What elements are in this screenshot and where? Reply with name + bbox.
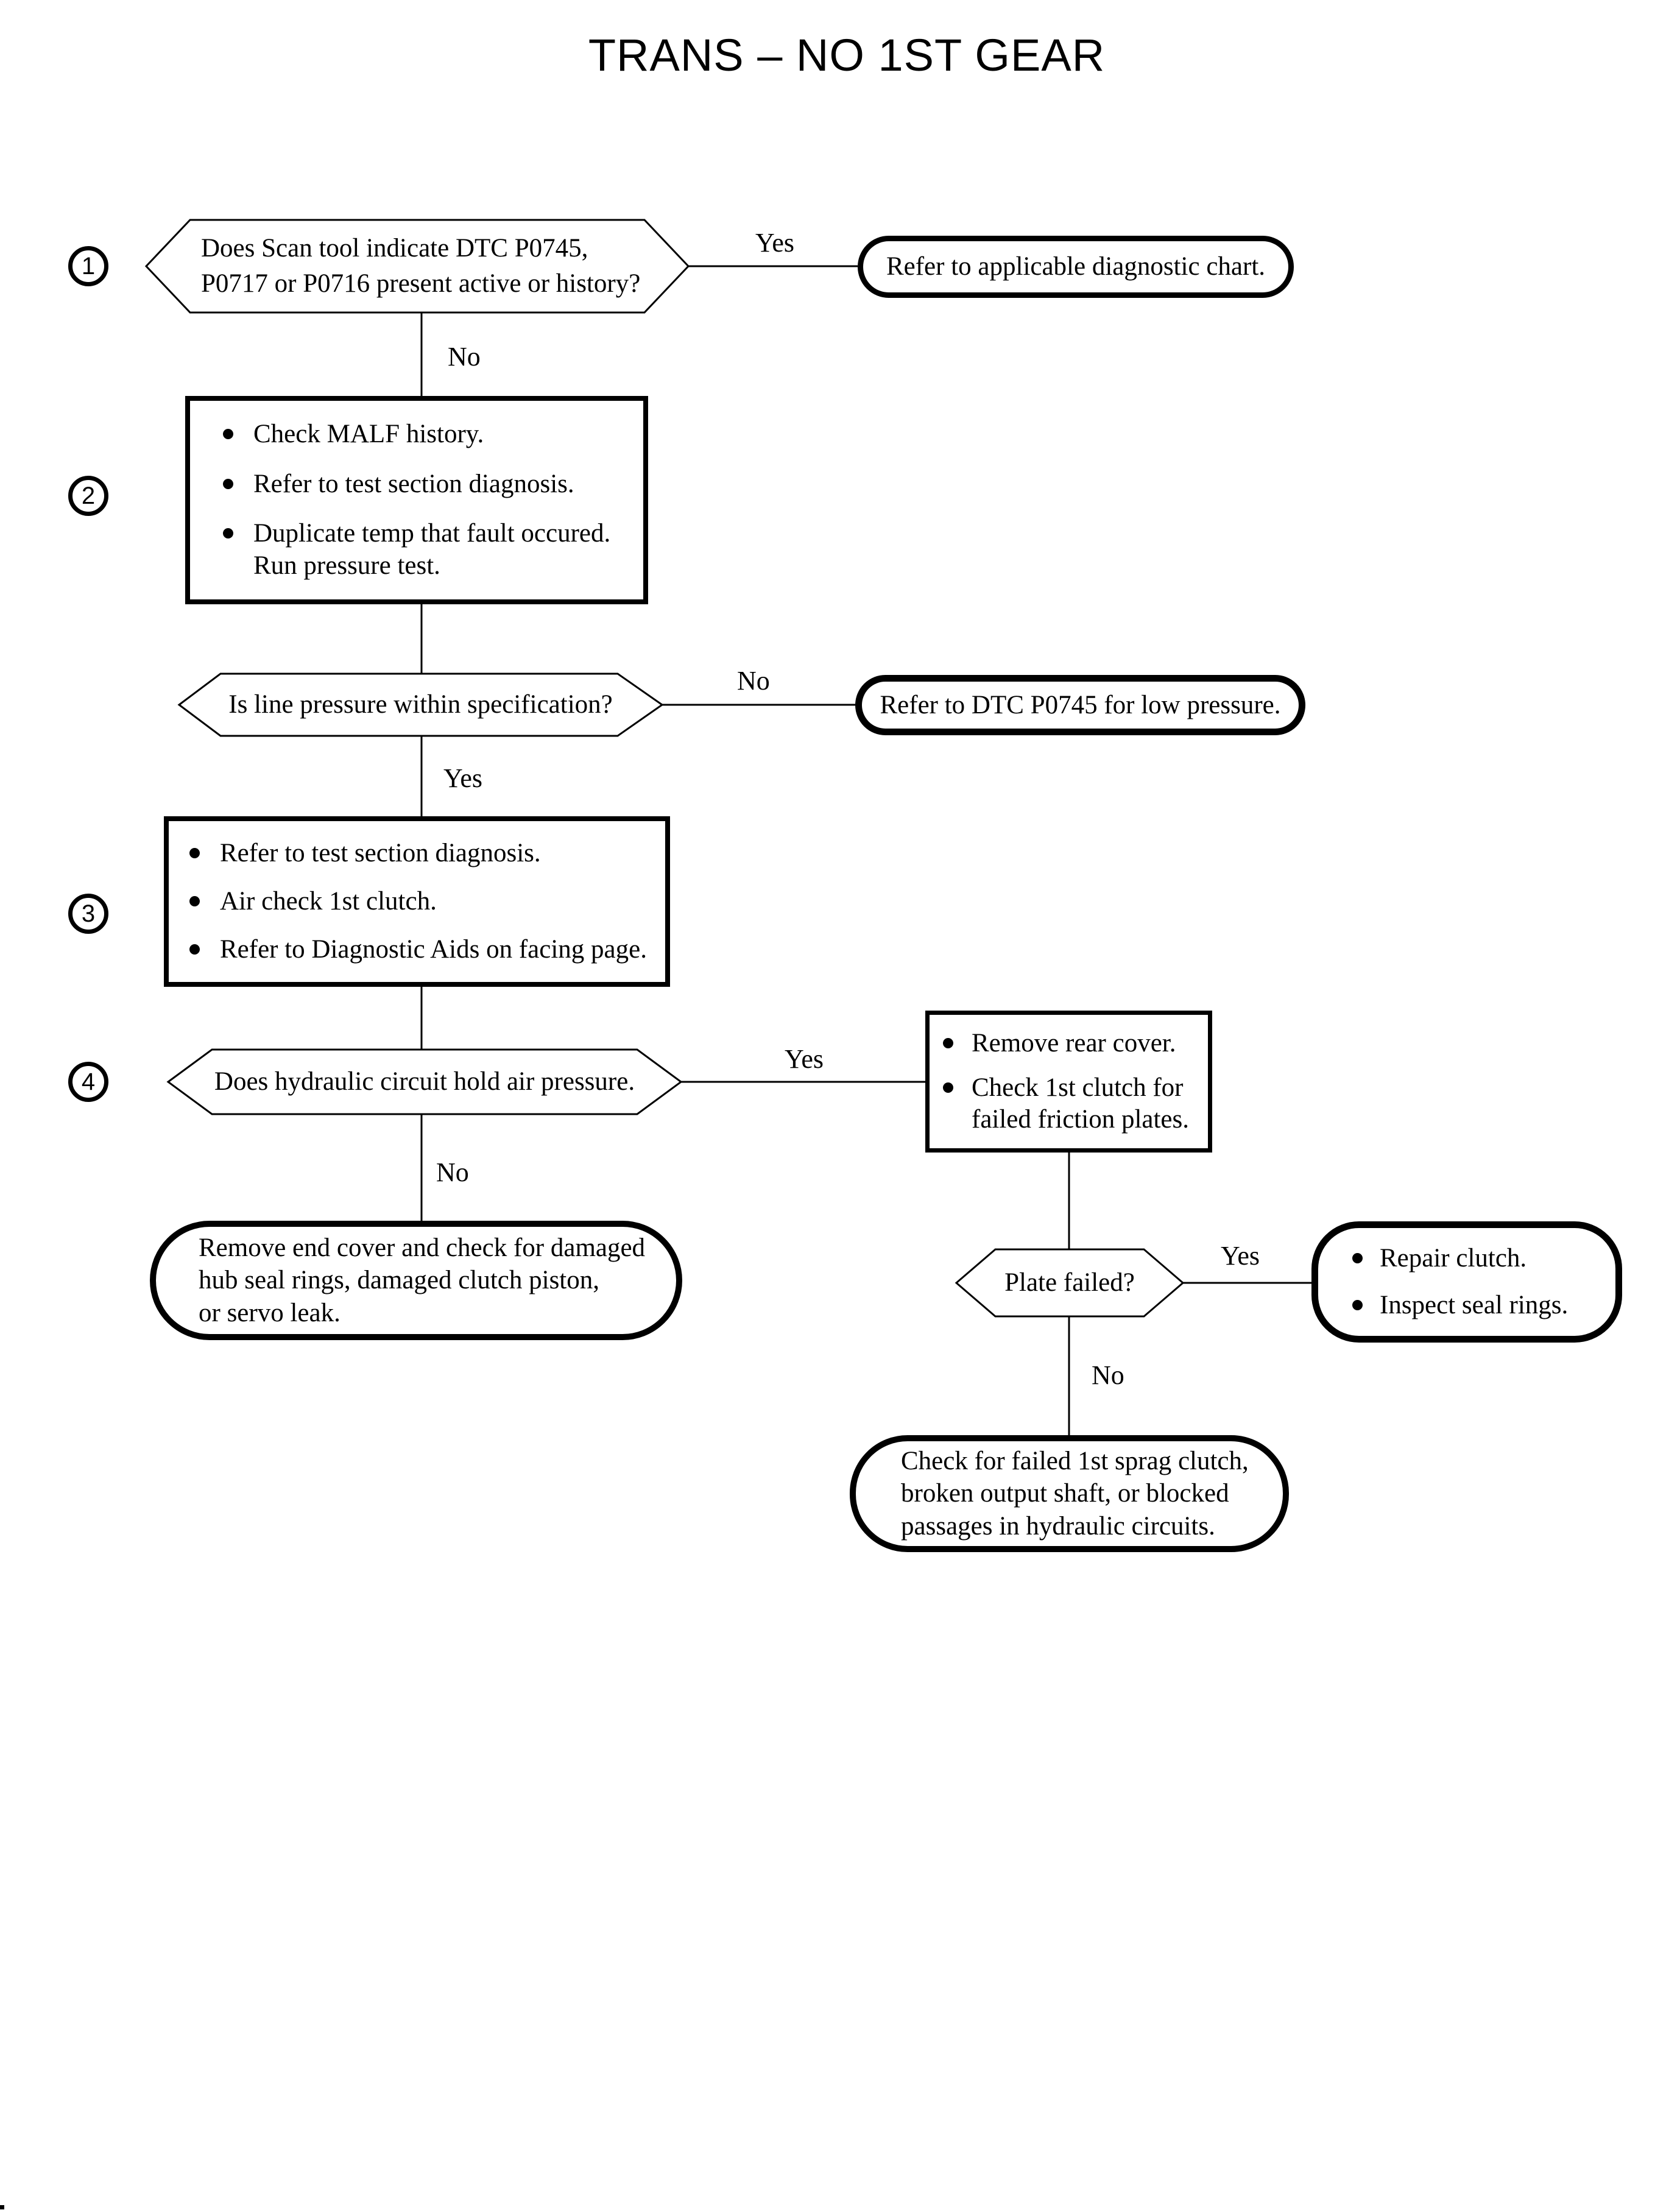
step-4-badge: 4 — [68, 1062, 108, 1102]
decision-2-hexagon — [177, 673, 664, 737]
list-item-text: Refer to test section diagnosis. — [220, 838, 541, 867]
list-item: Check 1st clutch for failed friction pla… — [943, 1072, 1205, 1136]
step-1-number: 1 — [81, 252, 96, 280]
edge-label-decision5-no: No — [1092, 1360, 1124, 1390]
list-item-text: Remove rear cover. — [972, 1028, 1176, 1057]
list-item-text: Duplicate temp that fault occured. Run p… — [253, 519, 611, 580]
step-1-badge: 1 — [68, 246, 108, 286]
edge-label-decision2-yes: Yes — [443, 763, 483, 793]
bullet-icon — [943, 1082, 953, 1093]
list-item: Refer to Diagnostic Aids on facing page. — [189, 934, 662, 966]
terminal-remove-end-cover: Remove end cover and check for damaged h… — [150, 1221, 682, 1340]
process-3-box: Refer to test section diagnosis. Air che… — [164, 816, 670, 987]
edge-label-decision5-yes: Yes — [1221, 1241, 1260, 1271]
list-item-text: Inspect seal rings. — [1380, 1290, 1569, 1319]
bullet-icon — [943, 1037, 953, 1048]
bullet-icon — [189, 847, 200, 858]
terminal-check-sprag-clutch: Check for failed 1st sprag clutch, broke… — [850, 1435, 1289, 1552]
process-2-box: Check MALF history. Refer to test sectio… — [185, 396, 648, 604]
list-item-text: Check MALF history. — [253, 420, 484, 449]
bullet-icon — [223, 478, 233, 489]
decision-shapes — [144, 219, 1185, 1318]
list-item: Refer to test section diagnosis. — [223, 468, 637, 500]
list-item: Check MALF history. — [223, 418, 637, 450]
terminal-refer-dtc-p0745: Refer to DTC P0745 for low pressure. — [855, 675, 1305, 735]
process-4-box: Remove rear cover. Check 1st clutch for … — [925, 1011, 1212, 1153]
step-2-badge: 2 — [68, 476, 108, 516]
edge-label-decision2-no: No — [737, 666, 770, 696]
decision-1-text: Does Scan tool indicate DTC P0745, P0717… — [201, 233, 641, 298]
list-item-text: Refer to Diagnostic Aids on facing page. — [220, 934, 647, 964]
list-item: Duplicate temp that fault occured. Run p… — [223, 518, 637, 582]
edge-label-decision1-no: No — [448, 342, 481, 372]
list-item: Refer to test section diagnosis. — [189, 838, 662, 869]
list-item: Repair clutch. — [1352, 1243, 1613, 1274]
decision-1-hexagon — [144, 219, 690, 314]
terminal-repair-clutch: Repair clutch. Inspect seal rings. — [1311, 1221, 1622, 1343]
bullet-icon — [1352, 1253, 1363, 1264]
page-title: TRANS – NO 1ST GEAR — [588, 30, 1106, 80]
list-item-text: Check 1st clutch for failed friction pla… — [972, 1073, 1189, 1134]
list-item: Inspect seal rings. — [1352, 1290, 1613, 1321]
step-2-number: 2 — [81, 482, 96, 509]
print-artifact-dot — [0, 2205, 4, 2209]
terminal-refer-diagnostic-chart: Refer to applicable diagnostic chart. — [858, 236, 1294, 298]
bullet-icon — [189, 944, 200, 955]
edge-label-decision1-yes: Yes — [755, 228, 795, 258]
bullet-icon — [1352, 1299, 1363, 1310]
list-item-text: Refer to test section diagnosis. — [253, 469, 574, 498]
step-4-number: 4 — [81, 1068, 96, 1095]
step-3-number: 3 — [81, 900, 96, 927]
list-item: Air check 1st clutch. — [189, 886, 662, 917]
edge-label-decision4-yes: Yes — [785, 1044, 824, 1074]
bullet-icon — [223, 528, 233, 539]
list-item: Remove rear cover. — [943, 1028, 1205, 1059]
decision-2-text: Is line pressure within specification? — [228, 690, 613, 719]
bullet-icon — [189, 895, 200, 906]
edge-label-decision4-no: No — [436, 1157, 469, 1187]
connector-lines — [420, 265, 1314, 1438]
decision-5-hexagon — [955, 1248, 1185, 1318]
list-item-text: Air check 1st clutch. — [220, 886, 437, 916]
bullet-icon — [223, 429, 233, 440]
decision-4-text: Does hydraulic circuit hold air pressure… — [214, 1067, 635, 1096]
decision-4-hexagon — [166, 1048, 683, 1115]
step-3-badge: 3 — [68, 894, 108, 934]
list-item-text: Repair clutch. — [1380, 1244, 1527, 1273]
decision-5-text: Plate failed? — [1004, 1268, 1135, 1297]
